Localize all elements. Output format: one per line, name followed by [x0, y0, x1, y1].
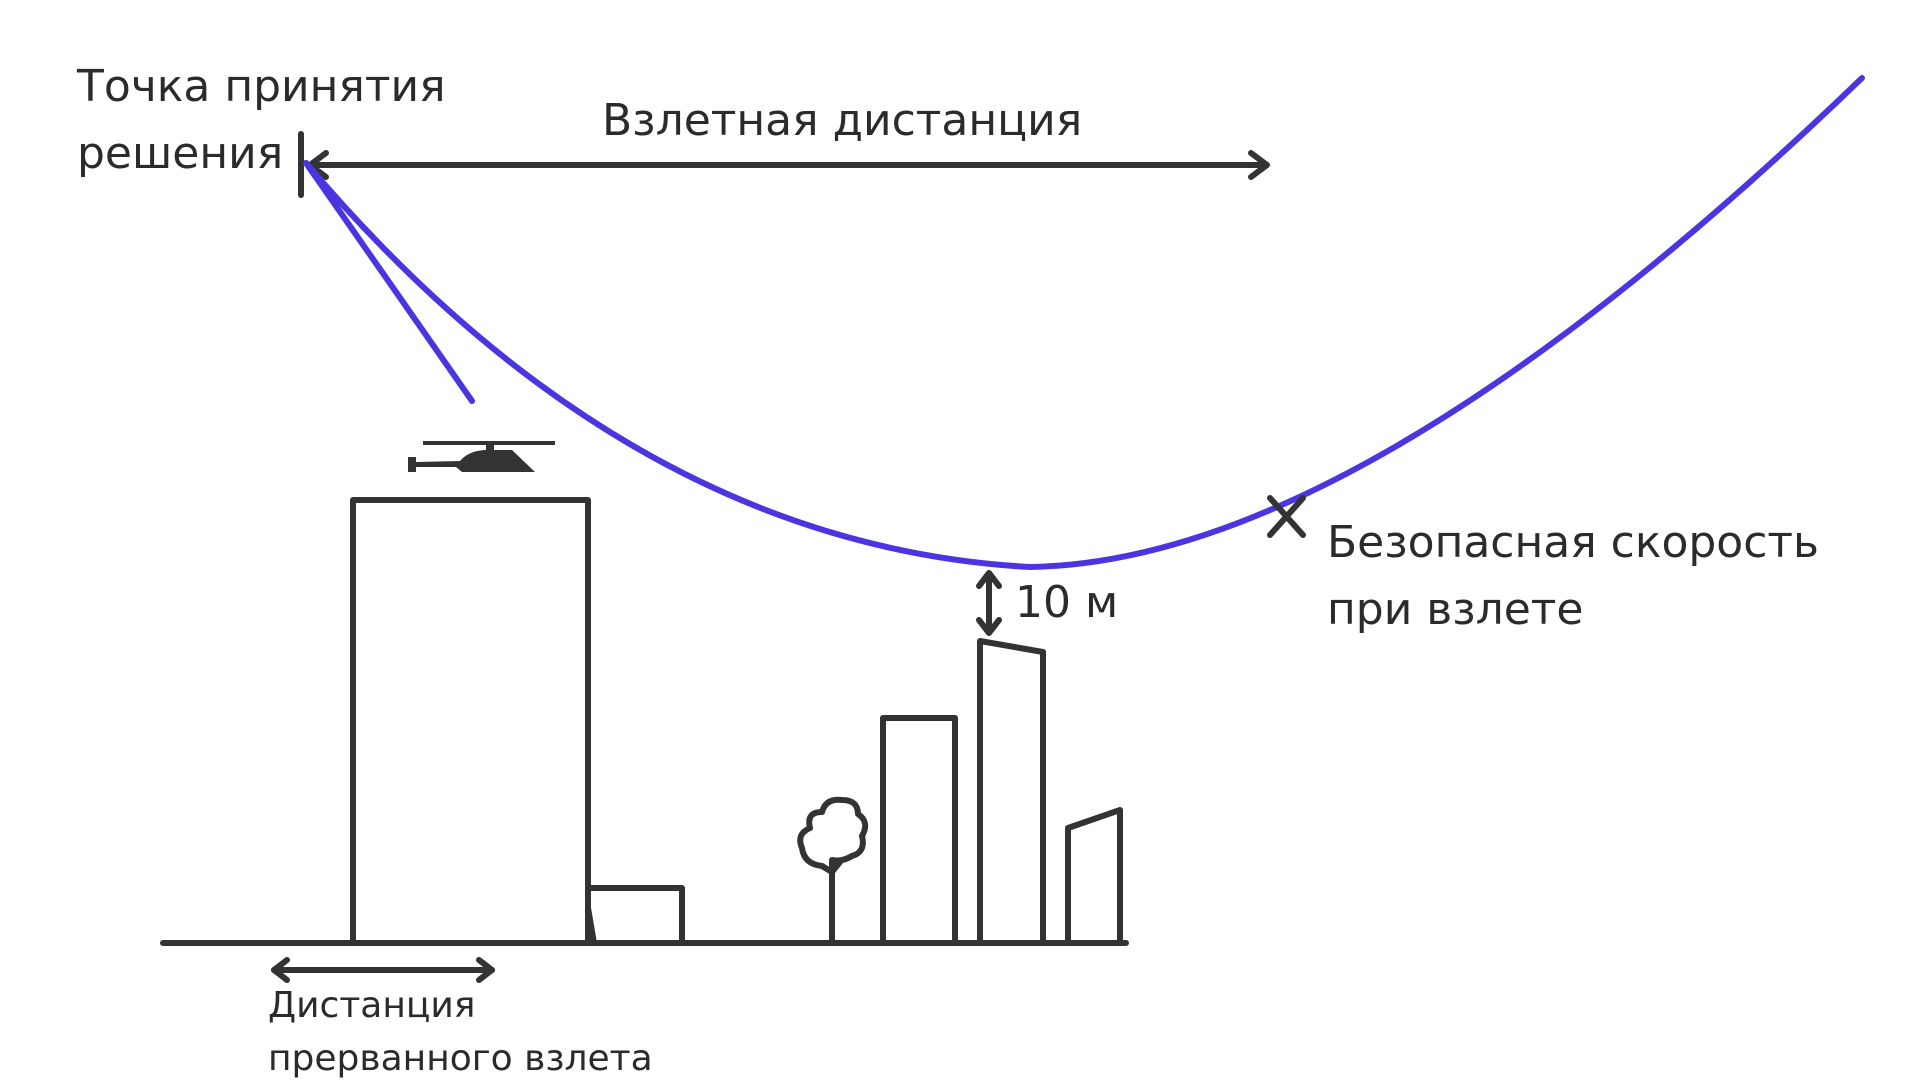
building-mid: [880, 715, 958, 946]
safe-speed-label-line1: Безопасная скорость: [1327, 517, 1819, 568]
building-tallest: [977, 638, 1046, 946]
clearance-label: 10 м: [1015, 577, 1118, 628]
rejected-distance-arrow: [271, 957, 495, 983]
rejected-distance-label-line2: прерванного взлета: [268, 1038, 653, 1079]
takeoff-distance-arrow: [307, 150, 1270, 180]
rejected-takeoff-path: [303, 160, 475, 404]
annex-building: [585, 885, 685, 946]
takeoff-distance-label: Взлетная дистанция: [602, 95, 1082, 146]
safe-speed-label-line2: при взлете: [1327, 584, 1584, 635]
continued-takeoff-path: [303, 75, 1865, 571]
building-small-right: [1065, 807, 1123, 946]
rejected-distance-label-line1: Дистанция: [268, 985, 475, 1026]
helicopter-icon: [408, 441, 555, 472]
decision-point-label-line1: Точка принятия: [76, 61, 446, 112]
clearance-arrow: [976, 570, 1002, 636]
tree-icon: [797, 796, 869, 946]
tall-building: [350, 497, 591, 946]
decision-point-label-line2: решения: [77, 128, 283, 179]
x-mark-icon: [1267, 495, 1306, 538]
